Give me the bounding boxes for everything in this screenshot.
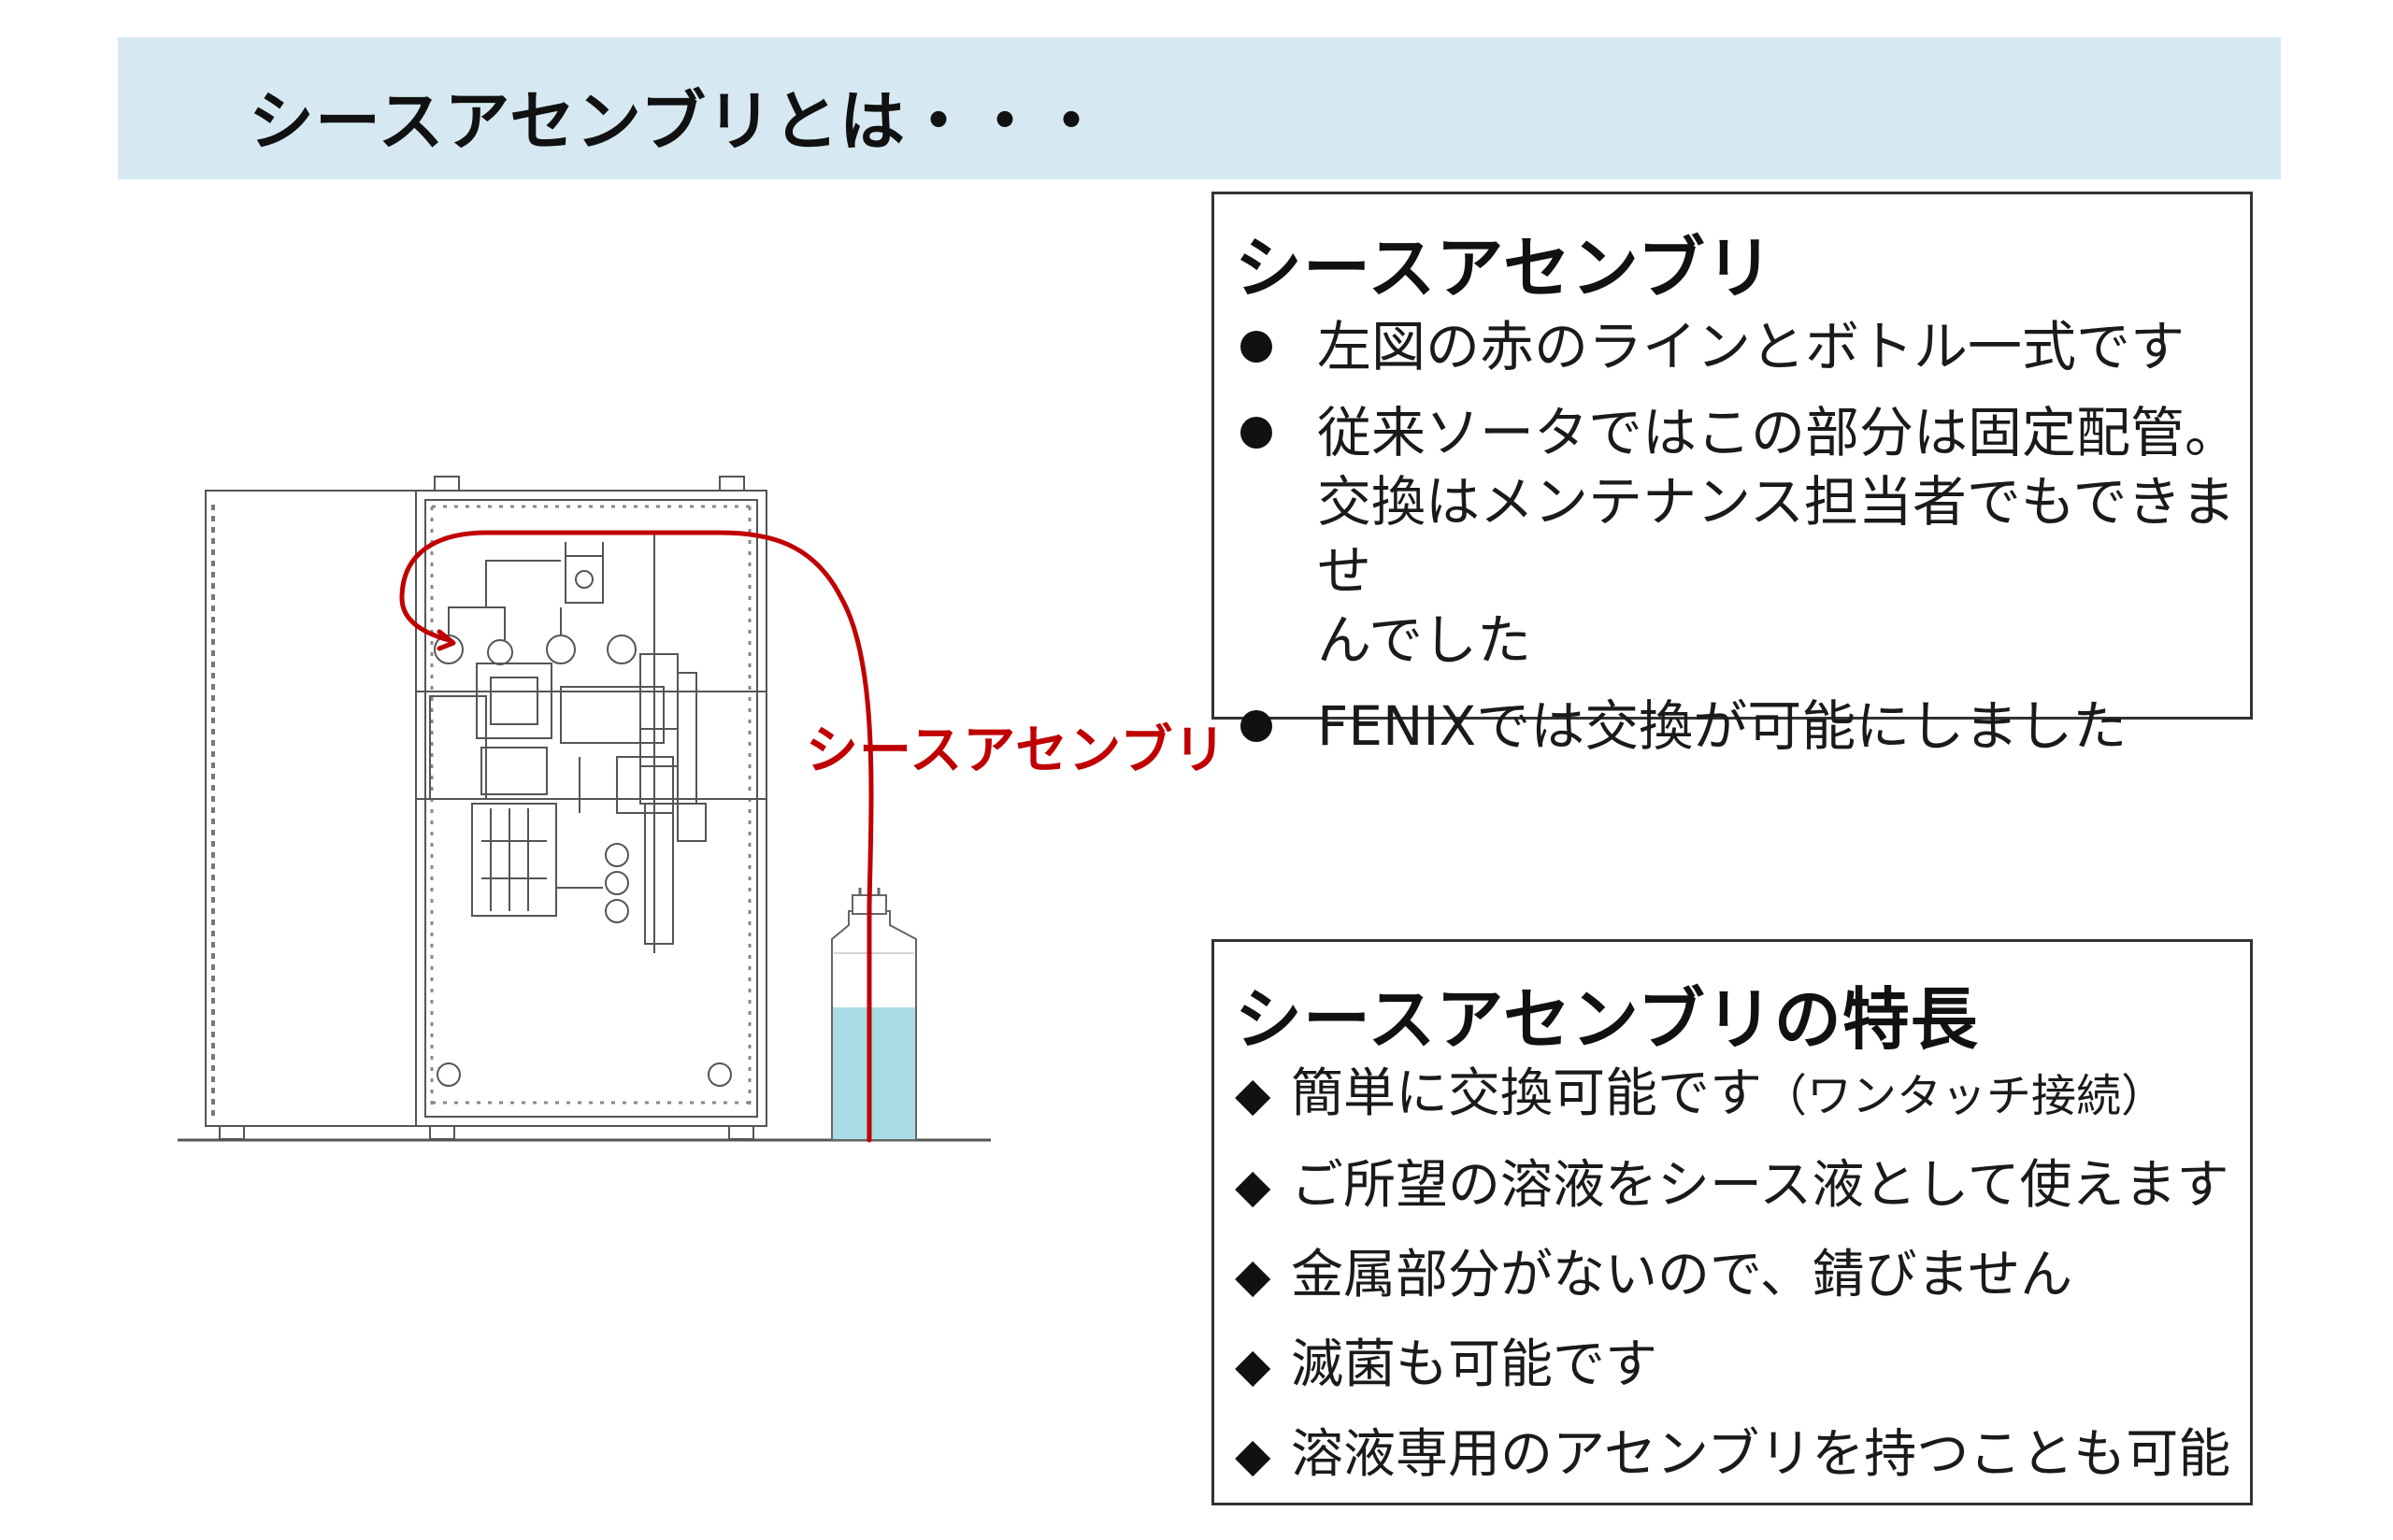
feature-item: ◆ 簡単に交換可能です（ワンタッチ接続） (1214, 1062, 2250, 1129)
feature-text: ご所望の溶液をシース液として使えます (1291, 1155, 2229, 1216)
diamond-icon: ◆ (1235, 1159, 1271, 1213)
info-bullet-text: んでした (1317, 608, 1532, 672)
info-bullet-text: 左図の赤のラインとボトル一式です (1317, 315, 2185, 378)
feature-text: 金属部分がないので、錆びません (1291, 1245, 2073, 1305)
feature-text: 簡単に交換可能です (1291, 1063, 1762, 1124)
info-bullet-text: FENIXでは交換が可能にしました (1317, 694, 2128, 758)
info-bullet-text: 従来ソータではこの部分は固定配管。 (1317, 401, 2240, 464)
info-bullet: FENIXでは交換が可能にしました (1214, 692, 2250, 761)
features-box-heading: シースアセンブリの特長 (1235, 980, 1979, 1059)
feature-note: （ワンタッチ接続） (1762, 1070, 2167, 1122)
page-title: シースアセンブリとは・・・ (249, 83, 1105, 160)
features-box: シースアセンブリの特長 ◆ 簡単に交換可能です（ワンタッチ接続） ◆ ご所望の溶… (1211, 939, 2253, 1505)
features-list: ◆ 簡単に交換可能です（ワンタッチ接続） ◆ ご所望の溶液をシース液として使えま… (1214, 1062, 2250, 1512)
info-box: シースアセンブリ 左図の赤のラインとボトル一式です 従来ソータではこの部分は固定… (1211, 192, 2253, 758)
info-bullet-list: 左図の赤のラインとボトル一式です 従来ソータではこの部分は固定配管。 交換はメン… (1214, 312, 2250, 777)
diamond-icon: ◆ (1235, 1338, 1271, 1392)
feature-text: 滅菌も可能です (1291, 1334, 1657, 1395)
sorter-diagram (178, 476, 991, 1143)
feature-item: ◆ 滅菌も可能です (1214, 1333, 2250, 1398)
bullet-dot-icon (1240, 710, 1272, 742)
info-bullet: 従来ソータではこの部分は固定配管。 交換はメンテナンス担当者でもできませ んでし… (1214, 398, 2250, 675)
feature-item: ◆ ご所望の溶液をシース液として使えます (1214, 1153, 2250, 1219)
info-box-heading: シースアセンブリ (1235, 229, 1774, 307)
bullet-dot-icon (1240, 331, 1272, 363)
diamond-icon: ◆ (1235, 1067, 1271, 1121)
info-bullet: 左図の赤のラインとボトル一式です (1214, 312, 2250, 381)
diamond-icon: ◆ (1235, 1428, 1271, 1482)
feature-item: ◆ 金属部分がないので、錆びません (1214, 1243, 2250, 1308)
sheath-assembly-callout: シースアセンブリ (806, 720, 1227, 781)
title-band: シースアセンブリとは・・・ (118, 37, 2281, 179)
diamond-icon: ◆ (1235, 1248, 1271, 1303)
feature-item: ◆ 溶液専用のアセンブリを持つことも可能 (1214, 1422, 2250, 1488)
feature-text: 溶液専用のアセンブリを持つことも可能 (1291, 1424, 2231, 1485)
info-bullet-text: 交換はメンテナンス担当者でもできませ (1317, 470, 2236, 603)
bullet-dot-icon (1240, 417, 1272, 449)
